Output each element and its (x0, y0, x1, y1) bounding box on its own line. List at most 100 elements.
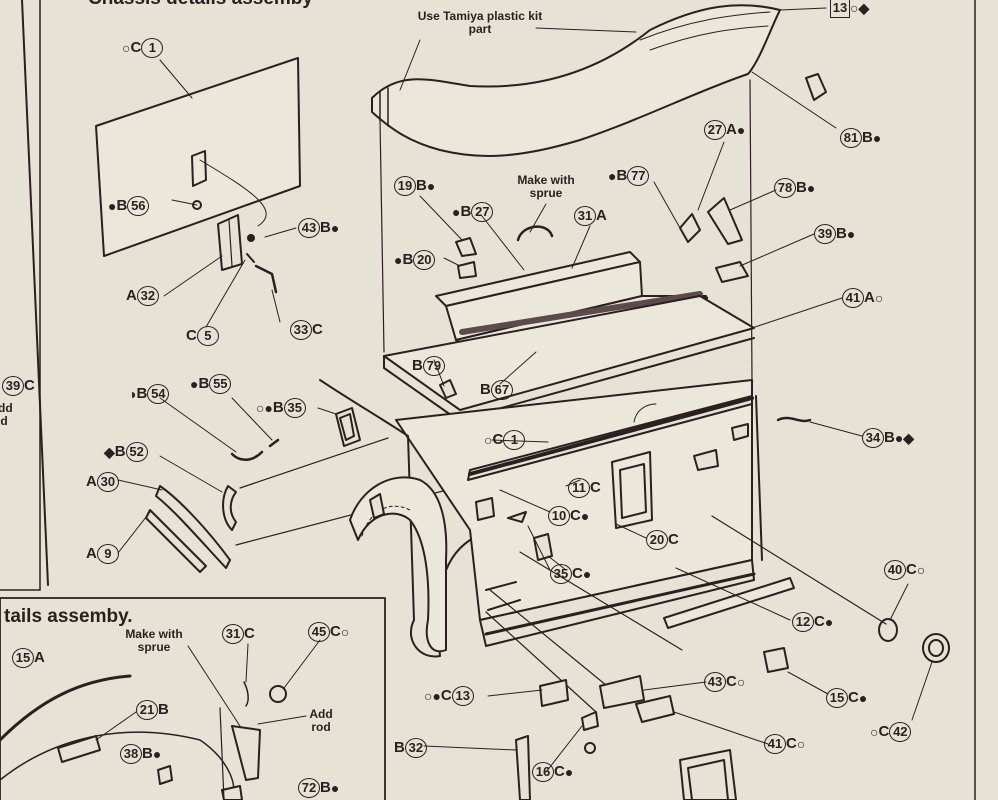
part-letter: B (616, 166, 628, 184)
marker-post: ○ (796, 736, 806, 752)
part-number: 54 (147, 384, 170, 404)
marker-pre: ● (394, 252, 403, 268)
part-letter: C (312, 320, 323, 338)
part-number: 41 (764, 734, 786, 754)
part-number: 40 (884, 560, 906, 580)
marker-post: ● (736, 122, 746, 138)
part-letter: B (320, 778, 331, 796)
part-number: 42 (889, 722, 912, 742)
marker-pre: ○ (122, 40, 131, 56)
part-number: 34 (862, 428, 884, 448)
part-letter: B (320, 218, 331, 236)
part-number: 30 (96, 472, 119, 492)
marker-pre: ● (608, 168, 617, 184)
part-number: 78 (774, 178, 796, 198)
part-number: 43 (704, 672, 726, 692)
part-number: 20 (413, 250, 436, 270)
part-letter: B (116, 196, 128, 214)
part-number: 41 (842, 288, 864, 308)
part-number: 35 (550, 564, 572, 584)
part-number: 43 (298, 218, 320, 238)
bottom-section-title: tails assemby. (4, 606, 133, 627)
part-letter: B (136, 384, 148, 402)
part-number: 56 (127, 196, 150, 216)
part-letter: B (272, 398, 284, 416)
part-letter: C (244, 624, 255, 642)
part-number: 45 (308, 622, 330, 642)
part-letter: C (786, 734, 797, 752)
part-number: 20 (646, 530, 668, 550)
part-letter: A (864, 288, 875, 306)
part-letter: C (848, 688, 859, 706)
part-letter: C (590, 478, 601, 496)
top-section-title: Chassis details assemby (88, 0, 313, 10)
part-letter: C (570, 506, 581, 524)
marker-pre: ○ (870, 724, 879, 740)
note-add-rod: Add rod (309, 707, 333, 735)
part-letter: B (862, 128, 873, 146)
part-number: 32 (136, 286, 159, 306)
marker-post: ○ (340, 624, 350, 640)
part-letter: C (492, 430, 504, 448)
part-letter: A (86, 472, 97, 490)
part-letter: A (726, 120, 737, 138)
marker-pre: ◑ (128, 386, 137, 402)
part-letter: C (878, 722, 890, 740)
marker-post: ● (580, 508, 590, 524)
left-page-border (21, 0, 49, 586)
part-number: 15 (826, 688, 848, 708)
part-number: 31 (222, 624, 244, 644)
part-number: 16 (532, 762, 554, 782)
part-letter: B (394, 738, 405, 756)
fender (349, 476, 448, 653)
part-letter: C (330, 622, 341, 640)
marker-pre: ○● (256, 400, 273, 416)
marker-pre: ◆ (104, 444, 115, 460)
note-add-fragment: dd d (0, 401, 13, 429)
part-number: 13 (830, 0, 850, 18)
part-letter: B (198, 374, 210, 392)
marker-post: ○ (874, 290, 884, 306)
box-lid (383, 295, 755, 411)
part-number: 79 (422, 356, 445, 376)
marker-pre: ○ (484, 432, 493, 448)
part-number: 19 (394, 176, 416, 196)
part-number: 39 (814, 224, 836, 244)
part-number: 77 (627, 166, 650, 186)
panel-c1 (95, 57, 301, 257)
part-letter: B (402, 250, 414, 268)
part-letter: A (86, 544, 97, 562)
part-number: 32 (404, 738, 427, 758)
marker-post: ● (806, 180, 816, 196)
note-make-with-sprue-bottom: Make with sprue (125, 627, 183, 655)
part-letter: C (814, 612, 825, 630)
bottom-detail-box (0, 597, 386, 800)
part-letter: A (34, 648, 45, 666)
marker-pre: ○● (424, 688, 441, 704)
part-number: 52 (125, 442, 148, 462)
part-letter: C (906, 560, 917, 578)
part-number: 10 (548, 506, 570, 526)
